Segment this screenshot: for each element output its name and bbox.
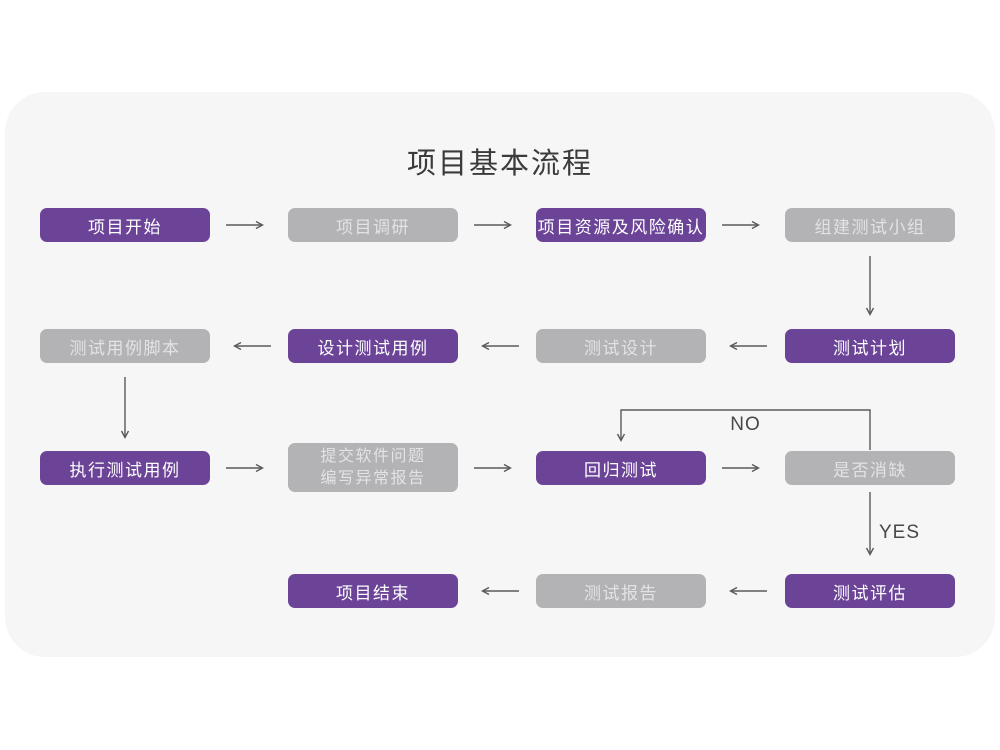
- node-test-case-script: 测试用例脚本: [40, 329, 210, 363]
- node-test-plan: 测试计划: [785, 329, 955, 363]
- yes-branch-label: YES: [879, 522, 921, 543]
- no-branch-label: NO: [730, 414, 761, 435]
- page-title: 项目基本流程: [406, 148, 593, 180]
- node-build-test-team: 组建测试小组: [785, 208, 955, 242]
- node-project-end: 项目结束: [288, 574, 458, 608]
- node-submit-issue-report: 提交软件问题 编写异常报告: [288, 443, 458, 492]
- node-defect-cleared: 是否消缺: [785, 451, 955, 485]
- node-design-test-case: 设计测试用例: [288, 329, 458, 363]
- node-test-report: 测试报告: [536, 574, 706, 608]
- node-resource-risk: 项目资源及风险确认: [536, 208, 706, 242]
- flowchart-card: [5, 92, 995, 657]
- node-project-research: 项目调研: [288, 208, 458, 242]
- node-project-start: 项目开始: [40, 208, 210, 242]
- node-regression-test: 回归测试: [536, 451, 706, 485]
- node-test-design: 测试设计: [536, 329, 706, 363]
- node-execute-test-case: 执行测试用例: [40, 451, 210, 485]
- node-test-evaluate: 测试评估: [785, 574, 955, 608]
